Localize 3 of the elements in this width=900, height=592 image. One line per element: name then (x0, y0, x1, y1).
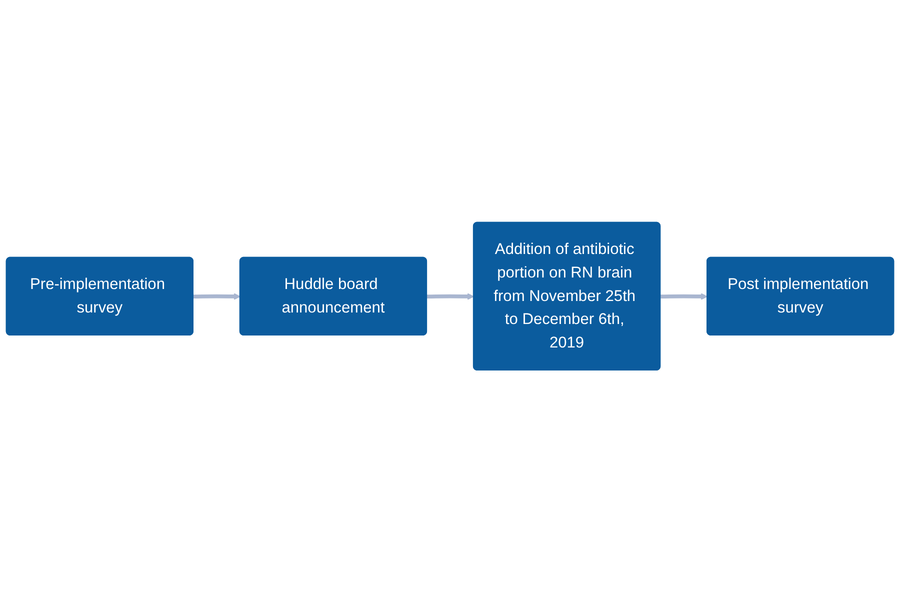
arrow (427, 292, 474, 300)
arrow (193, 292, 240, 300)
arrow (660, 292, 708, 300)
